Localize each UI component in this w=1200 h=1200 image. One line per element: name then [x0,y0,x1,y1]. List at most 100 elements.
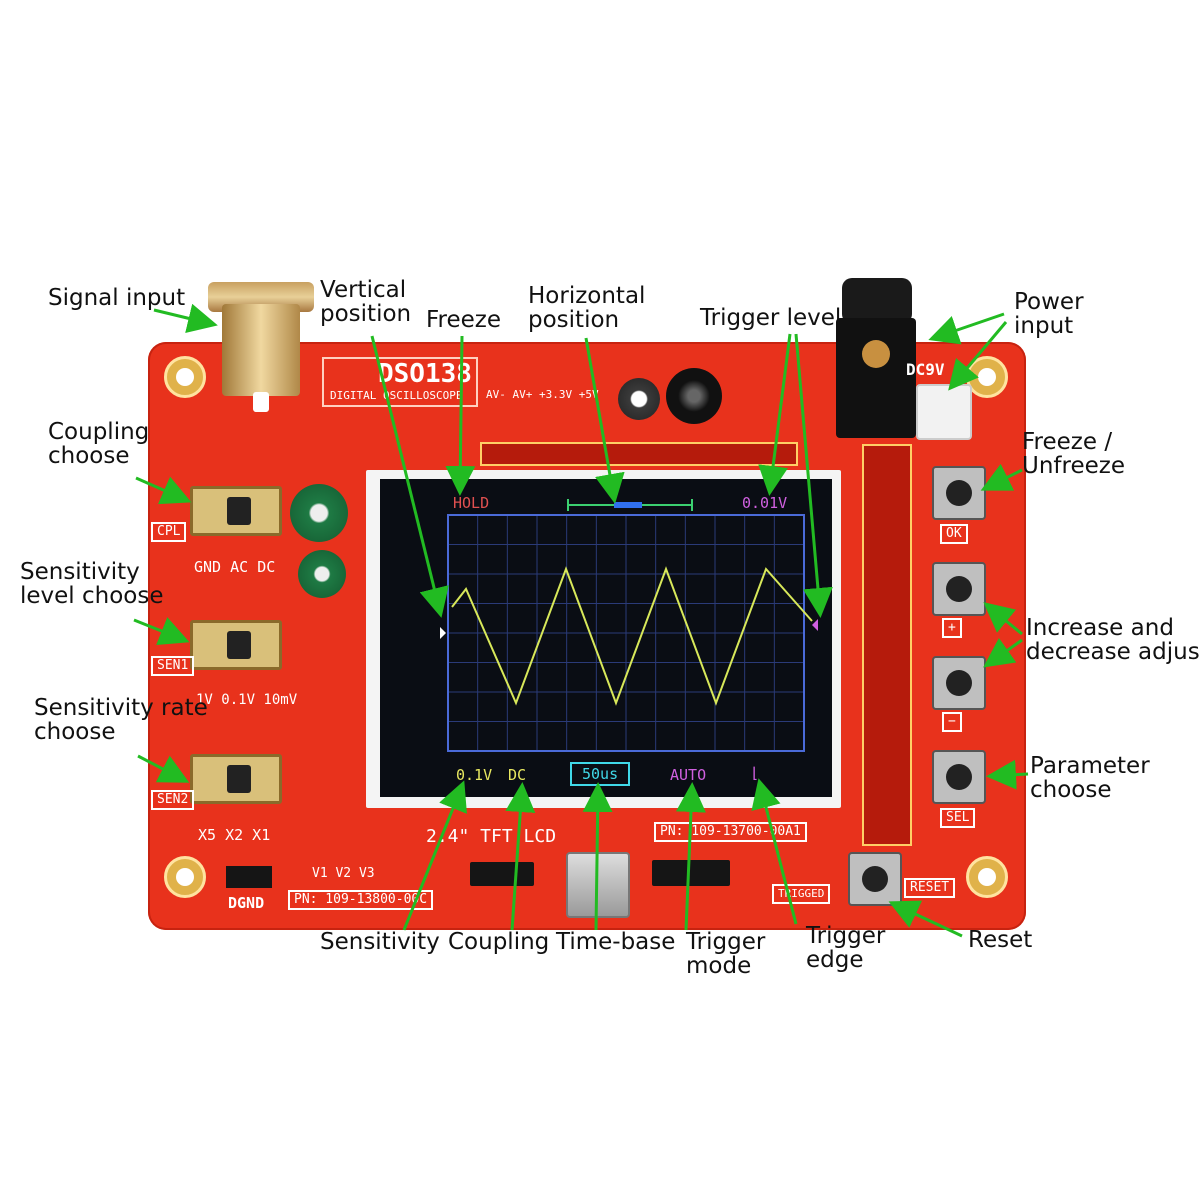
hold-indicator: HOLD [453,494,490,512]
mounting-hole [966,856,1008,898]
mounting-hole [164,356,206,398]
button-cap [946,764,972,790]
label-signal-input: Signal input [48,285,186,311]
label-vertical-position: Vertical position [320,277,412,327]
label-parameter-choose: Parameter choose [1030,753,1150,803]
dc9v-mark: DC9V [906,360,945,379]
plus-tag: + [942,618,962,638]
model-name: DSO138 [378,359,472,389]
trigger-value: 0.01V [742,494,788,512]
arrow-coupling [135,476,192,505]
sen2-tag: SEN2 [151,790,195,810]
arrow-sensitivity [402,780,467,931]
power-header[interactable] [916,384,972,440]
top-pin-header [480,442,798,466]
arrow-vertical-position [370,335,449,618]
button-cap [946,576,972,602]
label-trigger-level: Trigger level [700,305,842,331]
label-sensitivity-rate: Sensitivity rate choose [34,695,208,745]
lcd-screen [380,479,832,797]
cpl-tag: CPL [151,522,187,542]
arrow-coupling-bottom [505,782,536,931]
arrow-timebase [582,782,613,931]
right-pin-header [862,444,912,846]
v-test-labels: V1 V2 V3 [312,866,375,881]
switch-knob [227,497,251,525]
label-sensitivity-level: Sensitivity level choose [20,559,164,609]
label-trigger-mode: Trigger mode [686,929,766,979]
arrow-power-b [948,321,1008,391]
jumper-j6[interactable] [652,860,730,886]
capacitor [298,550,346,598]
arrow-sen2 [137,754,190,783]
model-subtitle: DIGITAL OSCILLOSCOPE [330,389,463,402]
arrow-trigger-mode [676,782,706,931]
cpl-switch[interactable] [190,486,282,536]
sel-tag: SEL [940,808,976,828]
label-horizontal-position: Horizontal position [528,283,646,333]
header-pins-label: AV- AV+ +3.3V +5V [486,388,599,401]
ok-tag: OK [940,524,968,544]
sen2-options: X5 X2 X1 [198,826,271,844]
minus-tag: − [942,712,962,732]
lcd-display [440,499,818,752]
label-time-base: Time-base [556,929,676,955]
dgnd-header [226,866,272,888]
label-freeze: Freeze [426,307,502,333]
switch-knob [227,765,251,793]
label-reset: Reset [968,927,1033,953]
reset-tag: RESET [904,878,956,898]
model-logo: DSO138 DIGITAL OSCILLOSCOPE [322,357,478,407]
arrow-power-a [928,312,1005,345]
switch-knob [227,631,251,659]
lcd-size-label: 2.4" TFT LCD [426,826,557,847]
minus-button[interactable] [932,656,986,710]
sen1-options: 1V 0.1V 10mV [196,692,298,708]
mounting-hole [164,856,206,898]
trigger-edge-value: ⌊ [750,764,760,782]
sen1-switch[interactable] [190,620,282,670]
arrow-sel [986,759,1029,790]
plus-button[interactable] [932,562,986,616]
button-cap [946,480,972,506]
sen1-tag: SEN1 [151,656,195,676]
button-cap [946,670,972,696]
label-power-input: Power input [1014,289,1084,339]
capacitor [666,368,722,424]
arrow-trigger-level-a [758,333,792,496]
label-sensitivity: Sensitivity [320,929,440,955]
arrow-trigger-level-b [794,333,833,618]
waveform-trace [451,566,813,706]
plot-border [447,514,805,752]
label-trigger-edge: Trigger edge [806,923,886,973]
label-freeze-unfreeze: Freeze / Unfreeze [1022,429,1125,479]
ok-button[interactable] [932,466,986,520]
label-increase-decrease: Increase and decrease adjust [1026,615,1200,665]
jumper-j5[interactable] [470,862,534,886]
arrow-minus [983,637,1023,668]
label-coupling: Coupling [448,929,550,955]
capacitor [290,484,348,542]
reset-button[interactable] [848,852,902,906]
arrow-plus [983,602,1023,636]
cpl-options: GND AC DC [194,558,276,576]
vertical-position-marker [440,627,446,639]
board-pn: PN: 109-13800-00C [288,890,434,910]
coupling-value: DC [508,766,527,784]
button-cap [862,866,888,892]
capacitor [618,378,660,420]
sensitivity-value: 0.1V [456,766,493,784]
arrow-horizontal-position [584,337,625,504]
label-coupling-choose: Coupling choose [48,419,150,469]
sel-button[interactable] [932,750,986,804]
sen2-switch[interactable] [190,754,282,804]
bnc-connector[interactable] [208,282,314,412]
arrow-freeze [445,335,476,496]
trigger-mode-value: AUTO [670,766,707,784]
arrow-ok [980,463,1023,491]
dc-power-jack[interactable] [836,278,916,438]
lcd-grid [448,515,804,751]
lcd-pn: PN: 109-13700-00A1 [654,822,807,842]
h-position-bar [567,499,693,511]
